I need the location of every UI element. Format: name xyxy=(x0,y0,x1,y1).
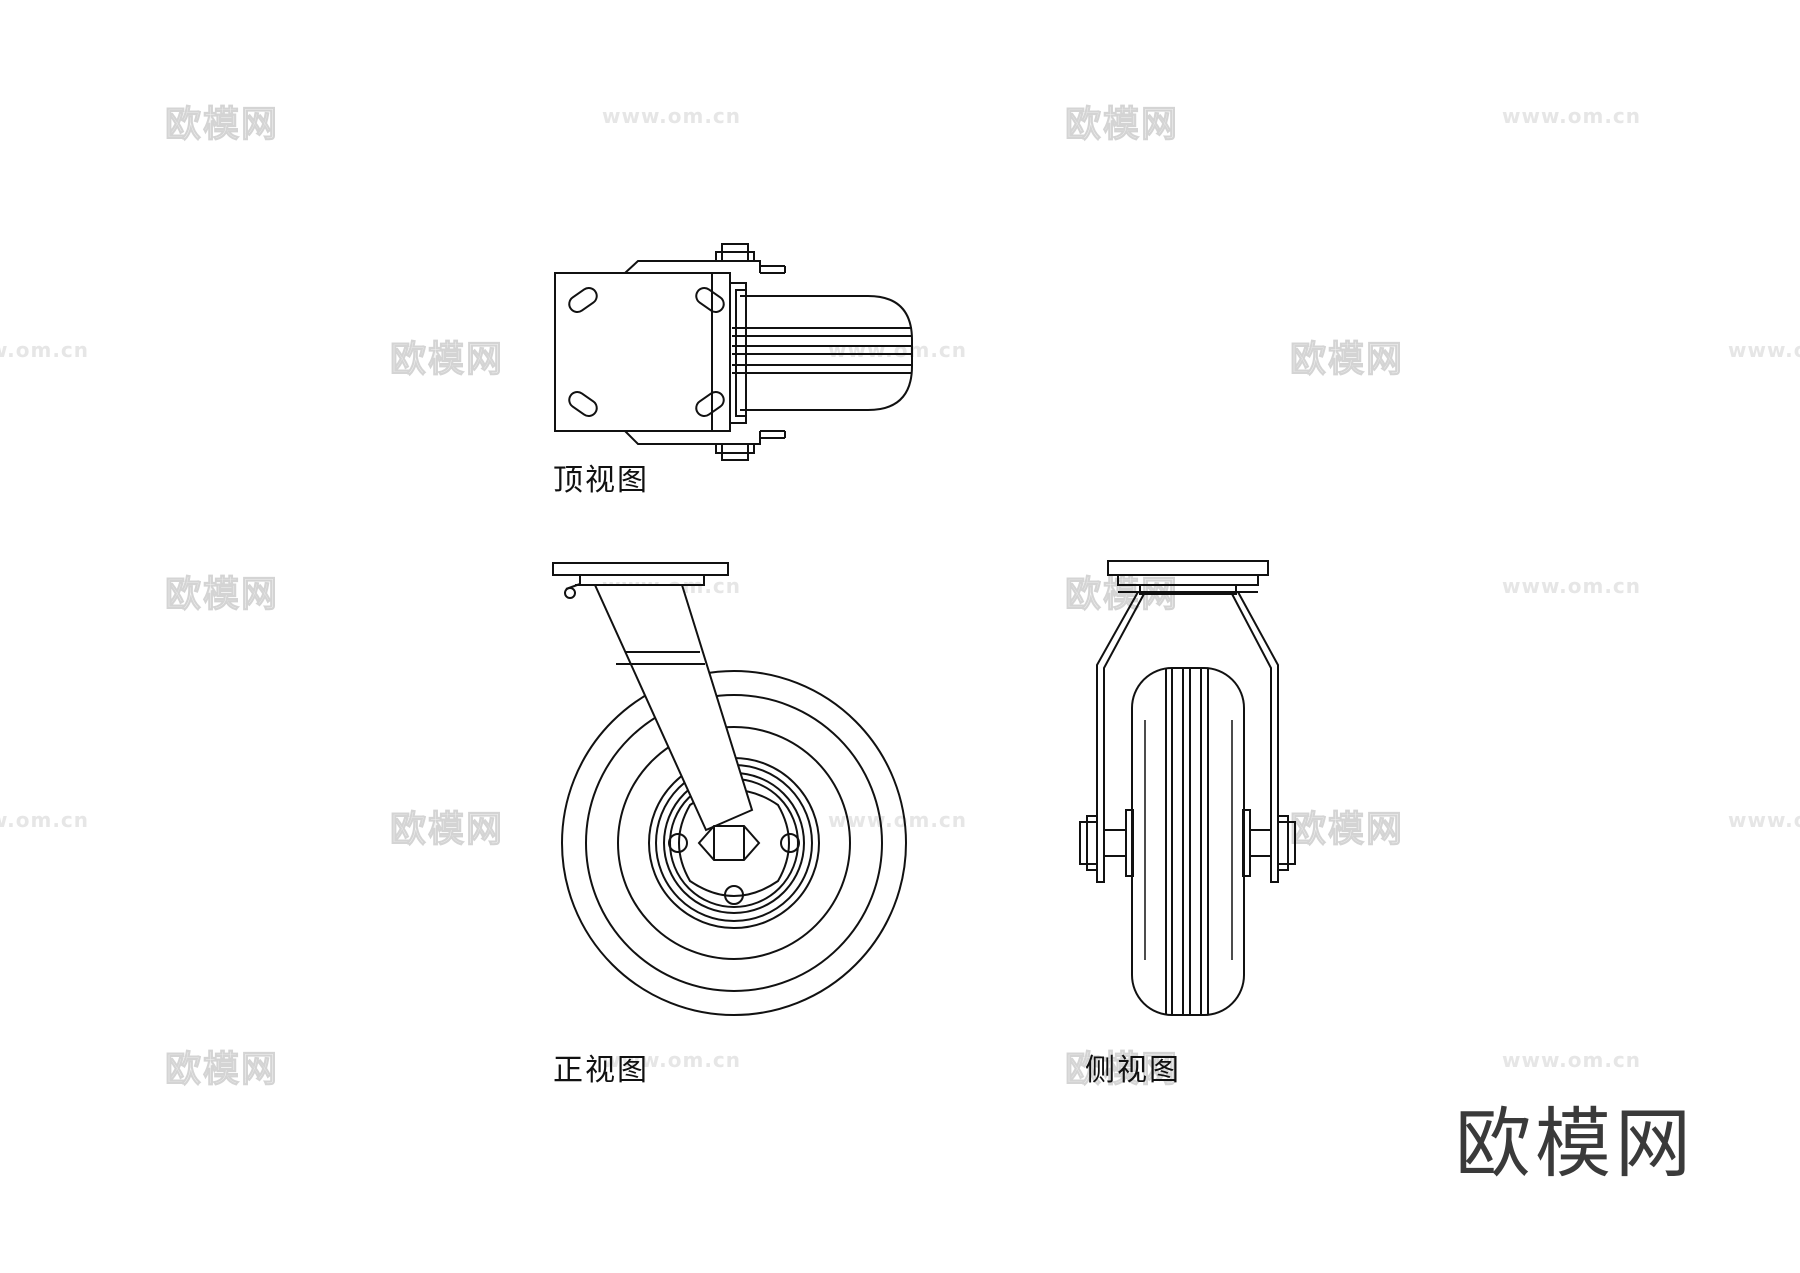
watermark-brand: 欧模网 xyxy=(164,104,280,146)
front-view-label: 正视图 xyxy=(553,1053,649,1088)
watermark-brand: 欧模网 xyxy=(1064,104,1180,146)
watermark-url: www.om.cn xyxy=(1728,808,1800,832)
watermark-url: www.om.cn xyxy=(602,104,742,128)
watermark-url: www.om.cn xyxy=(602,1048,742,1072)
watermark-url: www.om.cn xyxy=(1728,338,1800,362)
watermark-brand: 欧模网 xyxy=(164,1049,280,1091)
watermark-url: www.om.cn xyxy=(1502,104,1642,128)
watermark-url: www.om.cn xyxy=(0,338,90,362)
watermark-brand: 欧模网 xyxy=(1289,809,1405,851)
front-view-drawing xyxy=(552,562,907,1016)
watermark-brand: 欧模网 xyxy=(164,574,280,616)
watermark-url: www.om.cn xyxy=(1502,574,1642,598)
watermark-brand: 欧模网 xyxy=(389,809,505,851)
side-view-label: 侧视图 xyxy=(1085,1053,1181,1088)
top-view-label: 顶视图 xyxy=(553,463,649,498)
watermark-brand: 欧模网 xyxy=(1064,1049,1180,1091)
watermark-url: www.om.cn xyxy=(828,808,968,832)
watermark-url: www.om.cn xyxy=(828,338,968,362)
watermark-brand: 欧模网 xyxy=(389,339,505,381)
top-view-drawing xyxy=(554,243,913,461)
brand-logo: 欧模网 xyxy=(1455,1099,1695,1188)
side-view-drawing xyxy=(1079,560,1296,1016)
watermark-url: www.om.cn xyxy=(1502,1048,1642,1072)
watermark-brand: 欧模网 xyxy=(1289,339,1405,381)
watermark-url: www.om.cn xyxy=(0,808,90,832)
